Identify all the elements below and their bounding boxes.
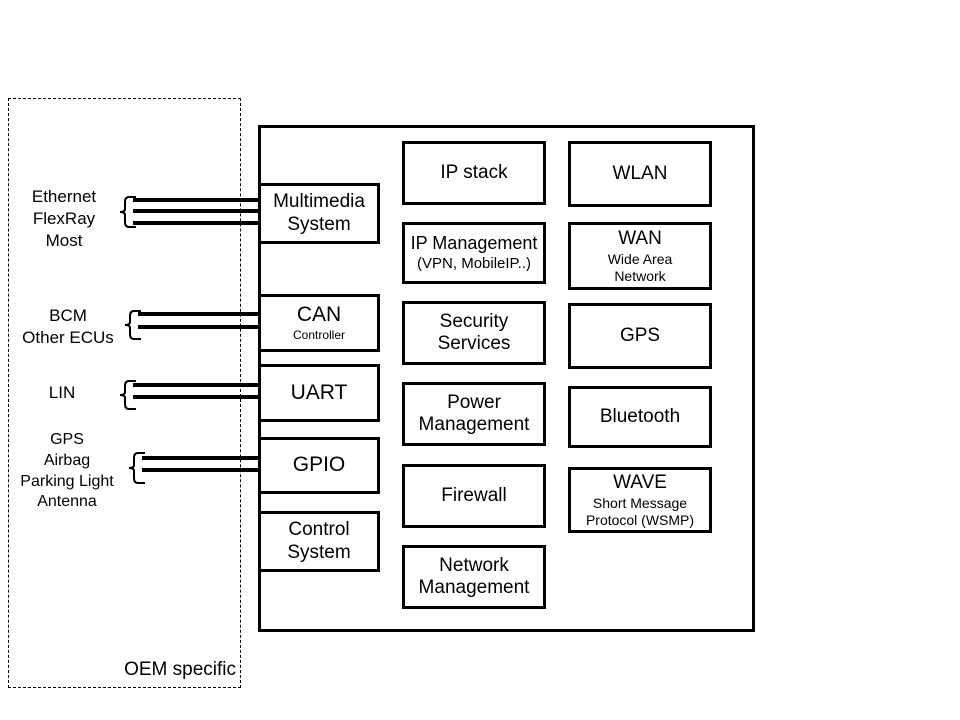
box-control-system-title: Control System [287,519,351,563]
box-ip-stack[interactable]: IP stack [402,141,546,205]
wire-lin-1 [133,383,258,387]
box-ip-stack-title: IP stack [440,161,508,183]
box-firewall-title: Firewall [441,484,507,506]
box-wan-subtitle: Wide Area Network [607,251,673,284]
box-multimedia-system[interactable]: Multimedia System [258,183,380,244]
bus-label-lin-group: LIN [48,383,76,402]
box-wan-title: WAN [618,228,662,250]
box-can-controller[interactable]: CAN Controller [258,294,380,352]
wire-gpio-2 [142,468,258,472]
box-control-system[interactable]: Control System [258,511,380,572]
box-uart[interactable]: UART [258,364,380,422]
box-can-controller-subtitle: Controller [292,327,346,342]
box-gpio-title: GPIO [292,453,346,477]
box-ip-management-subtitle: (VPN, MobileIP..) [417,255,531,273]
box-gps-title: GPS [619,324,661,346]
box-security-services-title: Security Services [437,310,511,354]
bus-label-gpio-group: GPS Airbag Parking Light Antenna [20,431,114,511]
wire-lin-2 [133,395,258,399]
box-wlan[interactable]: WLAN [568,141,712,207]
box-power-management-title: Power Management [418,391,530,435]
brace-lin-group [119,380,137,410]
bus-label-bcm-group: BCM Other ECUs [22,306,114,348]
wire-bcm [138,312,258,316]
box-firewall[interactable]: Firewall [402,464,546,528]
box-ip-management-title: IP Management [410,233,538,254]
box-network-management[interactable]: Network Management [402,545,546,609]
box-security-services[interactable]: Security Services [402,301,546,365]
box-bluetooth[interactable]: Bluetooth [568,386,712,448]
box-gpio[interactable]: GPIO [258,437,380,494]
wire-gpio-1 [142,456,258,460]
oem-specific-label: OEM specific [124,659,236,681]
box-multimedia-system-title: Multimedia System [273,191,365,235]
brace-bcm-group [124,310,142,340]
box-bluetooth-title: Bluetooth [599,405,681,427]
wire-most [133,221,258,225]
box-wlan-title: WLAN [612,162,668,184]
wire-flexray [133,209,258,213]
box-ip-management[interactable]: IP Management (VPN, MobileIP..) [402,222,546,284]
brace-ethernet-group [119,196,137,228]
oem-specific-region: OEM specific [8,98,241,688]
box-wave-title: WAVE [613,472,667,494]
box-wave-subtitle: Short Message Protocol (WSMP) [585,495,695,528]
box-uart-title: UART [290,380,348,404]
box-power-management[interactable]: Power Management [402,382,546,446]
bus-label-ethernet-group: Ethernet FlexRay Most [31,187,97,251]
box-wan[interactable]: WAN Wide Area Network [568,222,712,290]
wire-other-ecus [138,325,258,329]
box-gps[interactable]: GPS [568,303,712,369]
brace-gpio-group [128,452,146,484]
wire-ethernet [133,198,258,202]
box-wave[interactable]: WAVE Short Message Protocol (WSMP) [568,467,712,533]
box-network-management-title: Network Management [418,554,530,598]
box-can-controller-title: CAN [296,303,342,327]
